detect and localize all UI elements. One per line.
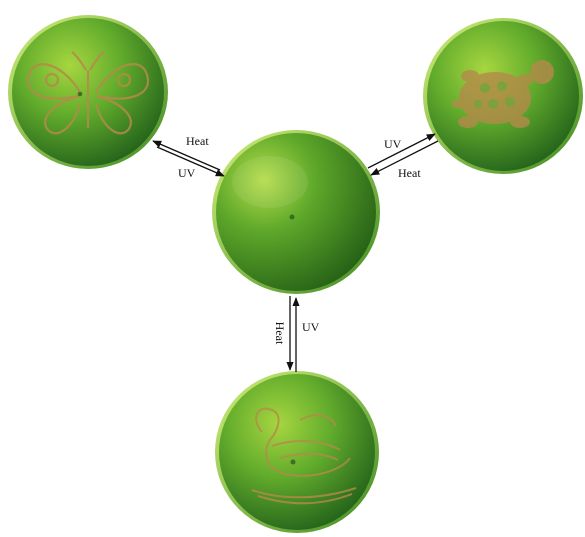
center-dish bbox=[212, 130, 380, 294]
label-left-heat: Heat bbox=[186, 134, 209, 148]
bottom-dish bbox=[215, 371, 379, 533]
bottom-reversible-arrows bbox=[290, 296, 296, 372]
label-left-uv: UV bbox=[178, 166, 196, 180]
top-left-dish bbox=[8, 15, 168, 169]
label-right-heat: Heat bbox=[398, 166, 421, 180]
label-right-uv: UV bbox=[384, 137, 402, 151]
top-right-dish bbox=[423, 18, 583, 174]
right-arrow-to-outer bbox=[368, 134, 435, 168]
label-bottom-heat: Heat bbox=[273, 322, 287, 345]
label-bottom-uv: UV bbox=[302, 320, 320, 334]
